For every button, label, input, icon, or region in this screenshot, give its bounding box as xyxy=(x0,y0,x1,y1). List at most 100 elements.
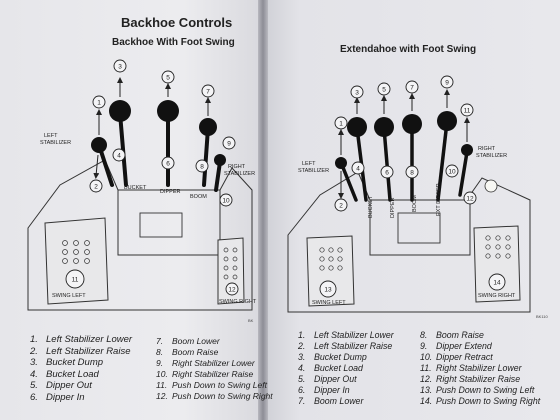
callout-7: 7 xyxy=(410,85,414,92)
right-figure-id: BK110 xyxy=(536,314,548,319)
right-legend-col-1: 1.Left Stabilizer Lower 2.Left Stabilize… xyxy=(298,330,394,407)
label-left-stabilizer-1: LEFT xyxy=(302,161,316,167)
legend-item: 12.Right Stabilizer Raise xyxy=(420,374,521,384)
console-panel xyxy=(139,212,183,238)
legend-item: 13.Push Down to Swing Left xyxy=(420,385,535,395)
legend-item: 6.Dipper In xyxy=(298,385,350,395)
callout-6: 6 xyxy=(385,170,389,177)
callout-9: 9 xyxy=(227,141,231,148)
legend-item: 3.Bucket Dump xyxy=(30,357,104,368)
label-swing-left: SWING LEFT xyxy=(52,293,86,299)
label-right-stabilizer-1: RIGHT xyxy=(228,164,246,170)
callout-12: 12 xyxy=(466,196,474,203)
callout-11: 11 xyxy=(464,108,471,115)
swing-left-pedal xyxy=(44,217,109,305)
label-ext-dipper: EXT DIPPER xyxy=(436,183,442,216)
label-bucket: BUCKET xyxy=(124,185,147,191)
left-stabilizer-knob xyxy=(335,157,347,169)
callout-8: 8 xyxy=(200,164,204,171)
swing-right-pedal xyxy=(473,225,521,303)
callout-9: 9 xyxy=(445,80,449,87)
legend-item: 8.Boom Raise xyxy=(420,330,484,340)
left-legend-col-1: 1.Left Stabilizer Lower 2.Left Stabilize… xyxy=(30,334,132,403)
label-swing-left: SWING LEFT xyxy=(312,300,346,306)
label-left-stabilizer-2: STABILIZER xyxy=(40,140,71,146)
label-boom: BOOM xyxy=(190,194,207,200)
right-legend-col-2: 8.Boom Raise 9.Dipper Extend 10.Dipper R… xyxy=(420,330,540,407)
boom-knob xyxy=(402,114,422,134)
legend-item: 2.Left Stabilizer Raise xyxy=(30,345,131,357)
legend-item: 8.Boom Raise xyxy=(156,347,219,357)
left-page-subtitle: Backhoe With Foot Swing xyxy=(112,37,235,48)
legend-item: 14.Push Down to Swing Right xyxy=(420,396,541,406)
legend-item: 11.Push Down to Swing Left xyxy=(156,380,267,390)
label-left-stabilizer-2: STABILIZER xyxy=(298,168,329,174)
label-bucket: BUCKET xyxy=(368,195,374,218)
callout-7: 7 xyxy=(206,89,210,96)
legend-item: 11.Right Stabilizer Lower xyxy=(420,363,522,373)
dipper-knob xyxy=(157,100,179,122)
callout-12: 12 xyxy=(228,287,236,294)
console-panel xyxy=(397,212,441,244)
right-page xyxy=(264,0,560,420)
legend-item: 5.Dipper Out xyxy=(30,380,92,391)
callout-6: 6 xyxy=(166,161,170,168)
callout-4: 4 xyxy=(117,153,121,160)
legend-item: 6.Dipper In xyxy=(30,391,85,403)
callout-10: 10 xyxy=(222,198,230,205)
ext-dipper-knob xyxy=(437,111,457,131)
right-stabilizer-knob xyxy=(214,154,226,166)
label-right-stabilizer-1: RIGHT xyxy=(478,146,496,152)
backhoe-controls-diagram: 1 2 3 4 5 6 7 8 9 10 11 12 LEFT STABILIZ… xyxy=(27,59,257,323)
callout-1: 1 xyxy=(97,100,101,107)
legend-item: 2.Left Stabilizer Raise xyxy=(298,341,393,351)
legend-item: 12.Push Down to Swing Right xyxy=(156,391,273,401)
callout-4: 4 xyxy=(356,166,360,173)
left-page-title: Backhoe Controls xyxy=(121,15,233,30)
book-gutter xyxy=(258,0,268,420)
bucket-knob xyxy=(109,100,131,122)
label-dipper: DIPPER xyxy=(390,197,396,218)
legend-item: 9.Right Stabilizer Lower xyxy=(156,358,255,368)
callout-3: 3 xyxy=(355,90,359,97)
left-stabilizer-knob xyxy=(91,137,107,153)
legend-item: 3.Bucket Dump xyxy=(298,352,367,362)
right-page-subtitle: Extendahoe with Foot Swing xyxy=(340,44,477,55)
swing-right-ball xyxy=(484,179,498,193)
callout-10: 10 xyxy=(448,169,456,176)
left-figure-id: BK xyxy=(248,318,254,323)
label-boom: BOOM xyxy=(412,195,418,212)
label-right-stabilizer-2: STABILIZER xyxy=(476,153,507,159)
legend-item: 7.Boom Lower xyxy=(298,396,364,406)
label-swing-right: SWING RIGHT xyxy=(478,293,516,299)
callout-2: 2 xyxy=(339,203,343,210)
swing-left-pedal xyxy=(306,235,355,307)
callout-5: 5 xyxy=(382,87,386,94)
extendahoe-controls-diagram: 1 2 3 4 5 6 7 8 9 10 11 12 13 14 LEFT ST… xyxy=(287,75,548,319)
right-stabilizer-knob xyxy=(461,144,473,156)
callout-14: 14 xyxy=(493,280,501,287)
legend-item: 1.Left Stabilizer Lower xyxy=(298,330,394,340)
legend-item: 10.Right Stabilizer Raise xyxy=(156,369,254,379)
legend-item: 1.Left Stabilizer Lower xyxy=(30,334,133,345)
left-legend-col-2: 7.Boom Lower 8.Boom Raise 9.Right Stabil… xyxy=(156,336,273,402)
label-swing-right: SWING RIGHT xyxy=(219,299,257,305)
callout-13: 13 xyxy=(324,287,332,294)
legend-item: 4.Bucket Load xyxy=(30,368,99,380)
callout-1: 1 xyxy=(339,121,343,128)
legend-item: 4.Bucket Load xyxy=(298,363,363,373)
bucket-knob xyxy=(347,117,367,137)
callout-3: 3 xyxy=(118,64,122,71)
label-dipper: DIPPER xyxy=(160,189,181,195)
label-left-stabilizer-1: LEFT xyxy=(44,133,58,139)
dipper-knob xyxy=(374,117,394,137)
boom-knob xyxy=(199,118,217,136)
legend-item: 9.Dipper Extend xyxy=(420,341,492,351)
legend-item: 5.Dipper Out xyxy=(298,374,357,384)
legend-item: 7.Boom Lower xyxy=(156,336,220,346)
callout-5: 5 xyxy=(166,75,170,82)
callout-2: 2 xyxy=(94,184,98,191)
left-page xyxy=(0,0,262,420)
callout-8: 8 xyxy=(410,170,414,177)
